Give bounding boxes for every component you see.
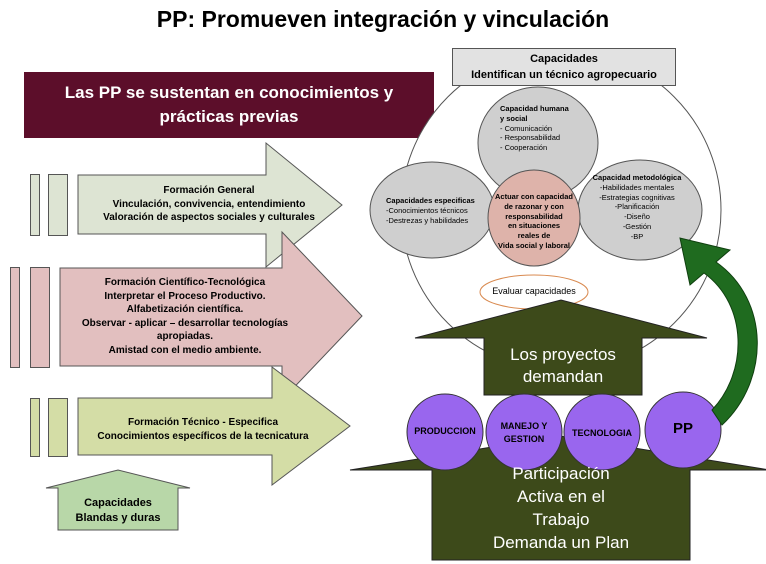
- formacion-cientifica-text: Formación Científico-Tecnológica Interpr…: [60, 276, 310, 357]
- demandan-line2: demandan: [522, 367, 604, 386]
- centro-line: Vida social y laboral: [498, 240, 570, 250]
- metodologica-item: -BP: [630, 231, 644, 241]
- arrow-formacion-tecnica: [77, 365, 351, 487]
- ball-manejo: [485, 393, 563, 471]
- capacidades-header: Capacidades Identifican un técnico agrop…: [452, 48, 676, 86]
- metodologica-item: -Habilidades mentales: [599, 182, 675, 192]
- blandas-line2: Blandas y duras: [75, 511, 161, 524]
- metodologica-item: -Diseño: [624, 212, 650, 221]
- especificas-text: Capacidades especificas -Conocimientos t…: [386, 196, 496, 225]
- arrow-formacion-cientifica: [59, 230, 363, 402]
- blandas-text: Capacidades Blandas y duras: [58, 496, 178, 526]
- participacion-line: Activa en el: [517, 487, 605, 506]
- metodologica-title: Capacidad metodológica: [592, 173, 682, 182]
- sustentan-text: Las PP se sustentan en conocimientos y p…: [64, 83, 394, 126]
- formacion-cientifica-line: Observar - aplicar – desarrollar tecnolo…: [81, 317, 289, 329]
- humana-title1: Capacidad humana: [500, 104, 569, 113]
- participacion-line: Participación: [512, 464, 610, 483]
- ball-pp: [644, 391, 722, 469]
- especificas-item: -Conocimientos técnicos: [386, 205, 468, 215]
- formacion-cientifica-title: Formación Científico-Tecnológica: [104, 277, 266, 288]
- ball-tecnologia: [563, 393, 641, 471]
- especificas-title: Capacidades especificas: [386, 196, 475, 205]
- bar-left-3b: [48, 398, 68, 457]
- metodologica-text: Capacidad metodológica -Habilidades ment…: [582, 173, 692, 241]
- participacion-text: Participación Activa en el Trabajo Deman…: [432, 462, 690, 554]
- humana-item: - Comunicación: [500, 123, 553, 133]
- formacion-cientifica-line: Interpretar el Proceso Productivo.: [104, 290, 266, 302]
- participacion-line: Trabajo: [532, 510, 590, 529]
- bar-left-3a: [30, 398, 40, 457]
- formacion-general-title: Formación General: [163, 185, 255, 196]
- ball-produccion: [406, 393, 484, 471]
- formacion-tecnica-title: Formación Técnico - Especifica: [127, 417, 279, 428]
- humana-text: Capacidad humana y social - Comunicación…: [500, 104, 590, 153]
- formacion-tecnica-text: Formación Técnico - Especifica Conocimie…: [78, 416, 328, 443]
- formacion-tecnica-line: Conocimientos específicos de la tecnicat…: [97, 430, 309, 442]
- humana-item: - Cooperación: [500, 143, 548, 152]
- circle-centro: [487, 169, 581, 267]
- centro-line: responsabilidad: [505, 211, 563, 221]
- page-title: PP: Promueven integración y vinculación: [156, 6, 610, 32]
- blandas-line1: Capacidades: [84, 497, 152, 509]
- participacion-line: Demanda un Plan: [492, 533, 630, 552]
- bar-left-1b: [48, 174, 68, 236]
- humana-title2: y social: [500, 113, 528, 123]
- formacion-general-line: Valoración de aspectos sociales y cultur…: [103, 212, 315, 223]
- capacidades-header-line1: Capacidades: [530, 53, 598, 65]
- centro-line: Actuar con capacidad: [495, 192, 573, 201]
- metodologica-item: -Planificación: [614, 202, 660, 212]
- ball-pp-label: PP: [672, 420, 693, 437]
- evaluar-text: Evaluar capacidades: [492, 286, 576, 296]
- especificas-item: -Destrezas y habilidades: [386, 215, 469, 225]
- centro-line: de razonar y con: [504, 201, 564, 211]
- formacion-cientifica-line: Amistad con el medio ambiente.: [108, 344, 262, 356]
- humana-item: - Responsabilidad: [500, 133, 561, 143]
- arrow-formacion-general: [77, 141, 343, 269]
- demandan-line1: Los proyectos: [510, 345, 616, 364]
- bar-left-2b: [30, 267, 50, 368]
- arrow-blandas-up: [45, 469, 191, 531]
- metodologica-item: -Estrategias cognitivas: [599, 192, 675, 202]
- formacion-cientifica-line: apropiadas.: [156, 331, 214, 342]
- arrow-demandan: [414, 299, 708, 396]
- green-curved-arrow: [679, 237, 758, 426]
- bar-left-2a: [10, 267, 20, 368]
- demandan-text: Los proyectos demandan: [484, 344, 642, 388]
- ball-produccion-label: PRODUCCION: [414, 426, 476, 436]
- centro-text: Actuar con capacidad de razonar y con re…: [488, 192, 580, 251]
- formacion-general-line: Vinculación, convivencia, entendimiento: [112, 198, 306, 210]
- bar-left-1a: [30, 174, 40, 236]
- capacidades-header-line2: Identifican un técnico agropecuario: [471, 69, 657, 81]
- ball-manejo-label: MANEJO Y GESTION: [500, 421, 548, 444]
- formacion-cientifica-line: Alfabetización científica.: [126, 304, 244, 315]
- centro-line: reales de: [517, 231, 551, 240]
- ball-tecnologia-label: TECNOLOGIA: [572, 428, 632, 438]
- centro-line: en situaciones: [507, 221, 561, 231]
- metodologica-item: -Gestión: [622, 221, 652, 231]
- sustentan-box: Las PP se sustentan en conocimientos y p…: [24, 72, 434, 138]
- formacion-general-text: Formación General Vinculación, convivenc…: [78, 184, 340, 225]
